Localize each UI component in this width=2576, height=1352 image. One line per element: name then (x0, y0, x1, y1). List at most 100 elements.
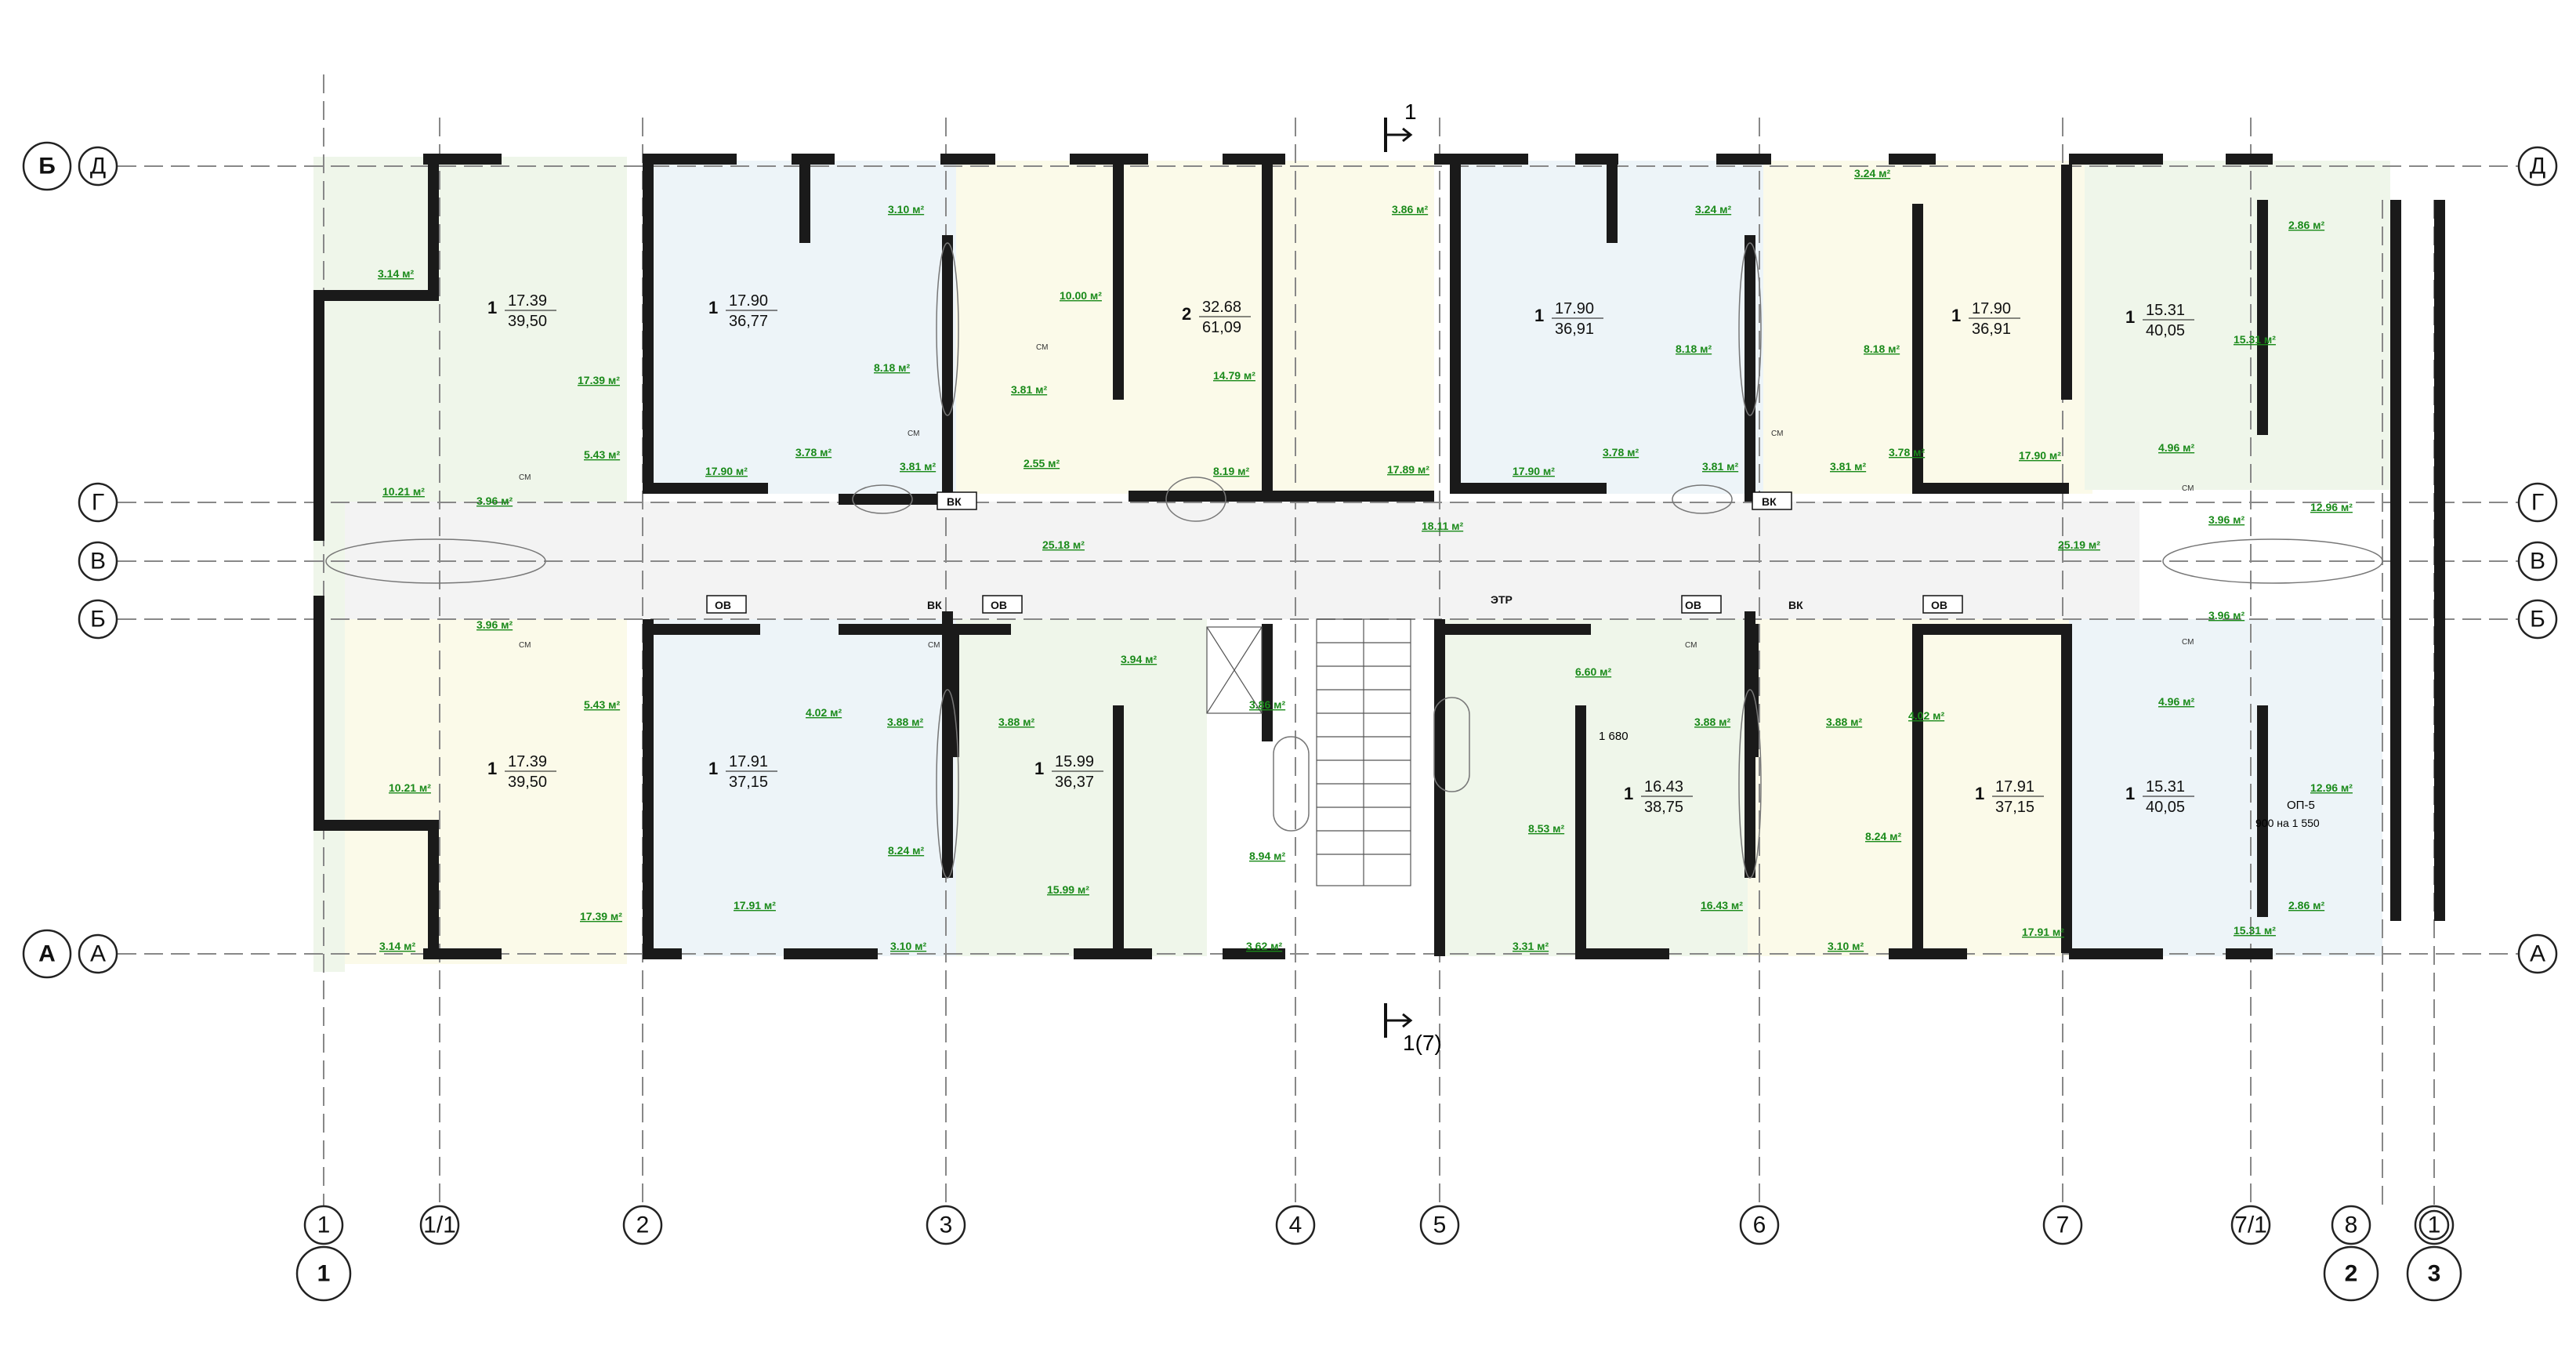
axis-2-label: 2 (636, 1212, 650, 1238)
dimension-label: 1 680 (1599, 730, 1629, 743)
svg-text:4.02 м²: 4.02 м² (1908, 709, 1944, 722)
svg-text:17.91 м²: 17.91 м² (2022, 926, 2064, 938)
tag-ov: ОВ (1931, 599, 1947, 611)
svg-text:18.11 м²: 18.11 м² (1422, 520, 1464, 532)
svg-text:36,37: 36,37 (1055, 774, 1094, 791)
svg-text:15.31 м²: 15.31 м² (2234, 924, 2276, 937)
svg-text:17.90: 17.90 (729, 292, 768, 310)
svg-text:37,15: 37,15 (729, 774, 768, 791)
tag-etr: ЭТР (1491, 593, 1513, 606)
svg-text:3.96 м²: 3.96 м² (2208, 513, 2244, 526)
svg-text:СМ: СМ (519, 641, 531, 650)
tag-vk: ВК (947, 495, 962, 508)
block-1-label: 1 (317, 1261, 331, 1287)
equipment-tags: ОВ ОВ ОВ ОВ ВК ВК ВК ВК ЭТР СМ СМ СМ СМ … (519, 343, 2194, 650)
axis-a-label-right: А (2530, 941, 2545, 967)
walls (313, 154, 2445, 959)
svg-text:СМ: СМ (1685, 641, 1697, 650)
section-bottom-label: 1(7) (1403, 1031, 1442, 1055)
svg-text:16.43: 16.43 (1644, 778, 1683, 796)
svg-text:1: 1 (708, 759, 718, 778)
section-markers: 1 1(7) (1384, 100, 1442, 1055)
svg-text:12.96 м²: 12.96 м² (2310, 781, 2353, 794)
axis-8-label: 8 (2345, 1212, 2358, 1238)
axis-d-label: Д (90, 154, 106, 179)
svg-text:37,15: 37,15 (1995, 799, 2034, 816)
svg-text:8.19 м²: 8.19 м² (1213, 465, 1249, 477)
svg-text:1: 1 (487, 298, 497, 317)
svg-text:15.99: 15.99 (1055, 753, 1094, 770)
axis-7-label: 7 (2056, 1212, 2070, 1238)
svg-text:5.43 м²: 5.43 м² (584, 448, 620, 461)
axis-bubbles-left: Б Д Г В Б А А (22, 141, 118, 979)
svg-text:15.31: 15.31 (2146, 778, 2185, 796)
svg-text:15.31: 15.31 (2146, 302, 2185, 319)
svg-text:8.94 м²: 8.94 м² (1249, 850, 1285, 862)
axis-6-label: 6 (1753, 1212, 1766, 1238)
tag-ov: ОВ (1685, 599, 1701, 611)
axis-7-1-label: 7/1 (2234, 1212, 2267, 1238)
svg-text:3.88 м²: 3.88 м² (1826, 716, 1862, 728)
svg-text:17.91: 17.91 (729, 753, 768, 770)
svg-text:1: 1 (1951, 306, 1961, 325)
svg-text:15.31 м²: 15.31 м² (2234, 333, 2276, 346)
svg-text:8.24 м²: 8.24 м² (888, 844, 924, 857)
svg-text:17.39: 17.39 (508, 753, 547, 770)
section-top-label: 1 (1404, 100, 1417, 124)
svg-text:10.21 м²: 10.21 м² (389, 781, 431, 794)
svg-text:17.90 м²: 17.90 м² (2019, 449, 2061, 462)
op5-size: 900 на 1 550 (2255, 817, 2320, 829)
svg-text:3.10 м²: 3.10 м² (1828, 940, 1864, 952)
svg-text:2.86 м²: 2.86 м² (2288, 899, 2324, 912)
svg-text:СМ: СМ (1036, 343, 1048, 352)
svg-text:8.18 м²: 8.18 м² (874, 361, 910, 374)
axis-b-label-right: Б (2530, 607, 2545, 633)
svg-text:36,91: 36,91 (1972, 321, 2011, 338)
svg-text:3.78 м²: 3.78 м² (1603, 446, 1639, 459)
svg-text:3.24 м²: 3.24 м² (1695, 203, 1731, 216)
svg-text:17.90: 17.90 (1972, 300, 2011, 317)
svg-text:12.96 м²: 12.96 м² (2310, 501, 2353, 513)
axis-3-label: 3 (940, 1212, 953, 1238)
svg-text:1: 1 (1624, 784, 1633, 803)
tag-vk: ВК (1788, 599, 1803, 611)
axis-5-label: 5 (1433, 1212, 1447, 1238)
svg-text:3.81 м²: 3.81 м² (1830, 460, 1866, 473)
svg-text:3.88 м²: 3.88 м² (998, 716, 1034, 728)
svg-text:8.18 м²: 8.18 м² (1676, 343, 1712, 355)
svg-text:3.96 м²: 3.96 м² (476, 495, 513, 507)
block-2-label: 2 (2345, 1261, 2358, 1287)
svg-text:36,77: 36,77 (729, 313, 768, 330)
svg-text:3.14 м²: 3.14 м² (378, 267, 414, 280)
svg-text:8.24 м²: 8.24 м² (1865, 830, 1901, 843)
block-3-label: 3 (2428, 1261, 2441, 1287)
svg-text:4.02 м²: 4.02 м² (806, 706, 842, 719)
svg-text:4.96 м²: 4.96 м² (2158, 695, 2194, 708)
axis-1-label: 1 (317, 1212, 331, 1238)
svg-text:3.86 м²: 3.86 м² (1392, 203, 1428, 216)
svg-text:1: 1 (708, 298, 718, 317)
svg-text:17.89 м²: 17.89 м² (1387, 463, 1429, 476)
axis-v-label: В (90, 549, 106, 575)
svg-text:40,05: 40,05 (2146, 322, 2185, 339)
svg-text:1: 1 (1975, 784, 1984, 803)
svg-text:8.18 м²: 8.18 м² (1864, 343, 1900, 355)
svg-text:36,91: 36,91 (1555, 321, 1594, 338)
svg-text:СМ: СМ (908, 430, 919, 438)
svg-text:15.99 м²: 15.99 м² (1047, 883, 1089, 896)
shafts (325, 242, 2383, 879)
svg-text:10.21 м²: 10.21 м² (382, 485, 425, 498)
axis-group-a-label: А (38, 941, 56, 967)
svg-text:2: 2 (1182, 304, 1191, 324)
svg-text:32.68: 32.68 (1202, 299, 1241, 316)
svg-text:25.18 м²: 25.18 м² (1042, 538, 1085, 551)
svg-text:3.96 м²: 3.96 м² (2208, 609, 2244, 622)
